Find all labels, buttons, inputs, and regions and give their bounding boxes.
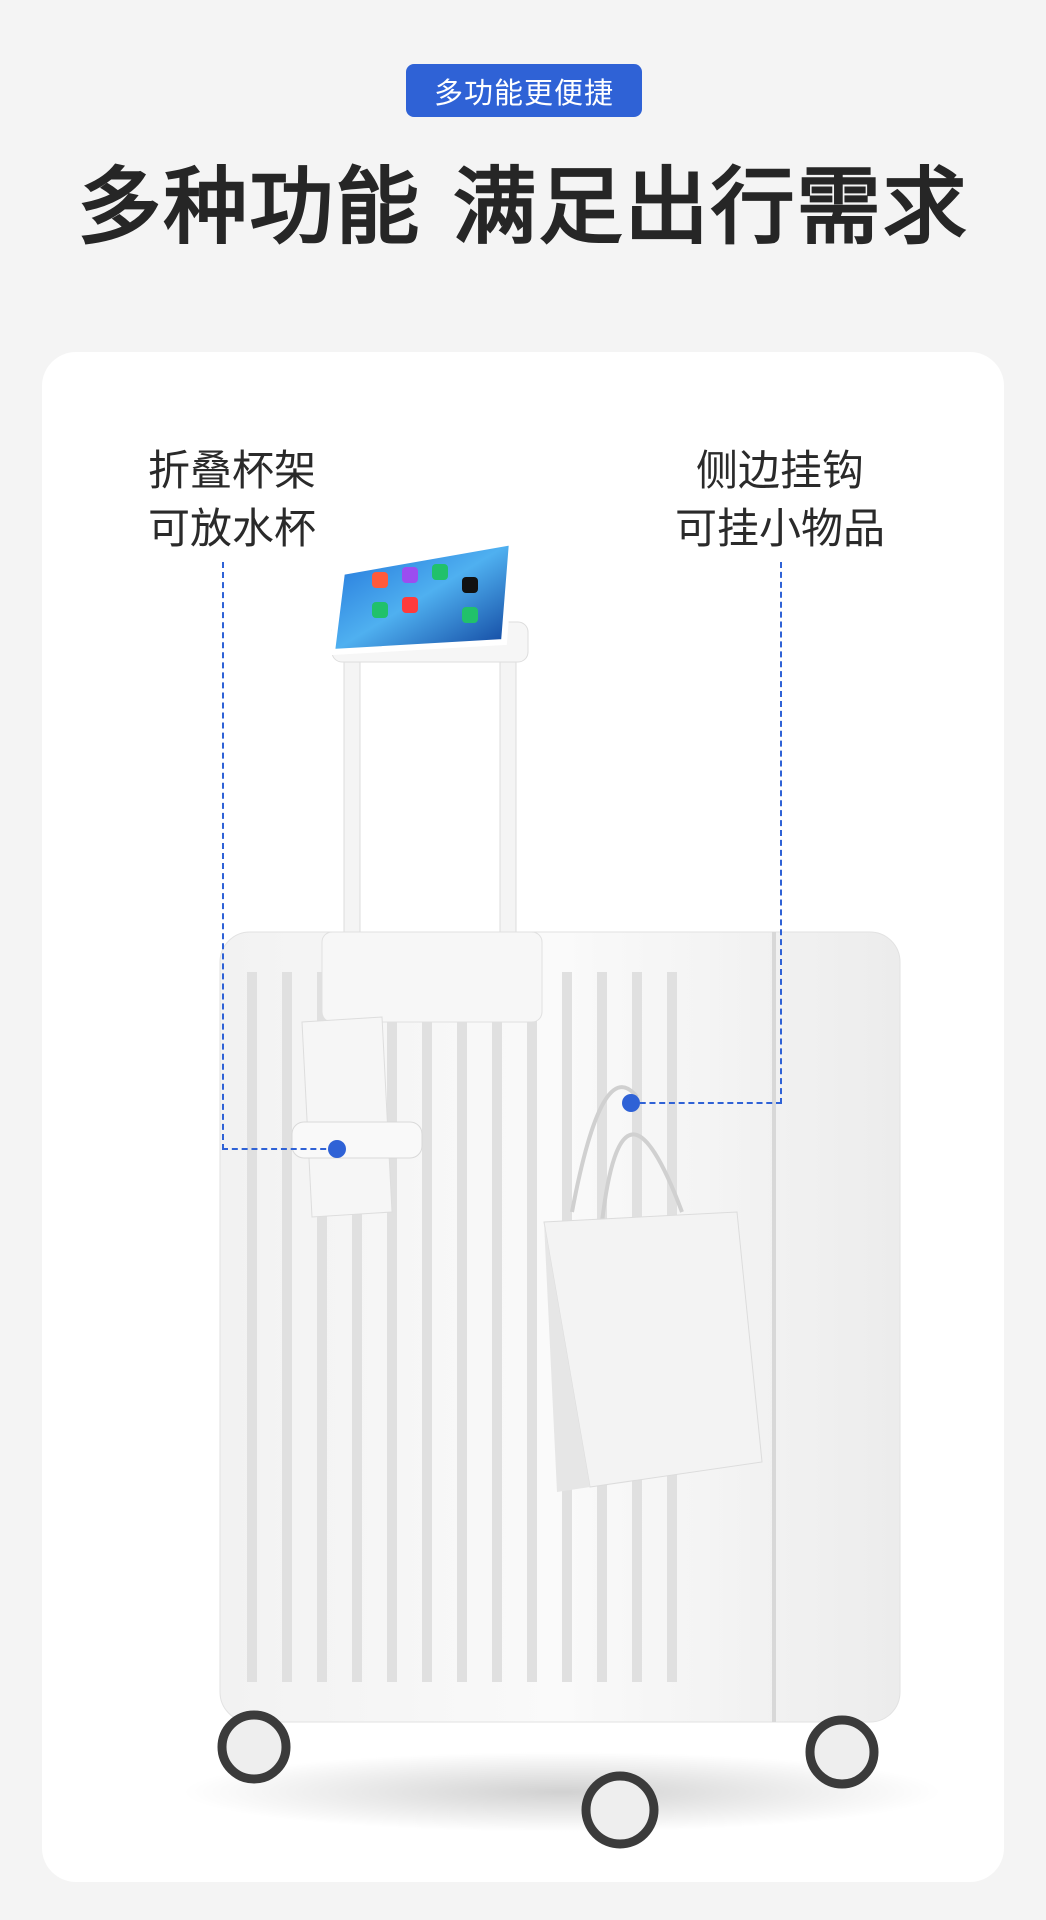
suitcase-illustration (182, 538, 942, 1849)
cup-holder-marker (328, 1140, 346, 1158)
product-card: 折叠杯架 可放水杯 侧边挂钩 可挂小物品 (42, 352, 1004, 1882)
side-hook-callout-line (780, 562, 782, 1104)
cup-holder-callout-line (222, 562, 224, 1150)
side-hook-label: 侧边挂钩 可挂小物品 (674, 446, 885, 553)
phone-holder-icon (328, 538, 516, 656)
side-hook-marker (622, 1094, 640, 1112)
wheel-icon (217, 1710, 879, 1849)
page-headline: 多种功能 满足出行需求 (77, 158, 969, 256)
side-hook-callout-line-h (630, 1102, 782, 1104)
feature-badge: 多功能更便捷 (406, 64, 642, 117)
cup-holder-label: 折叠杯架 可放水杯 (147, 446, 316, 553)
paper-bag-icon (543, 1085, 763, 1492)
cup-holder-callout-line-h (222, 1148, 336, 1150)
cup-holder-icon (291, 1016, 423, 1218)
